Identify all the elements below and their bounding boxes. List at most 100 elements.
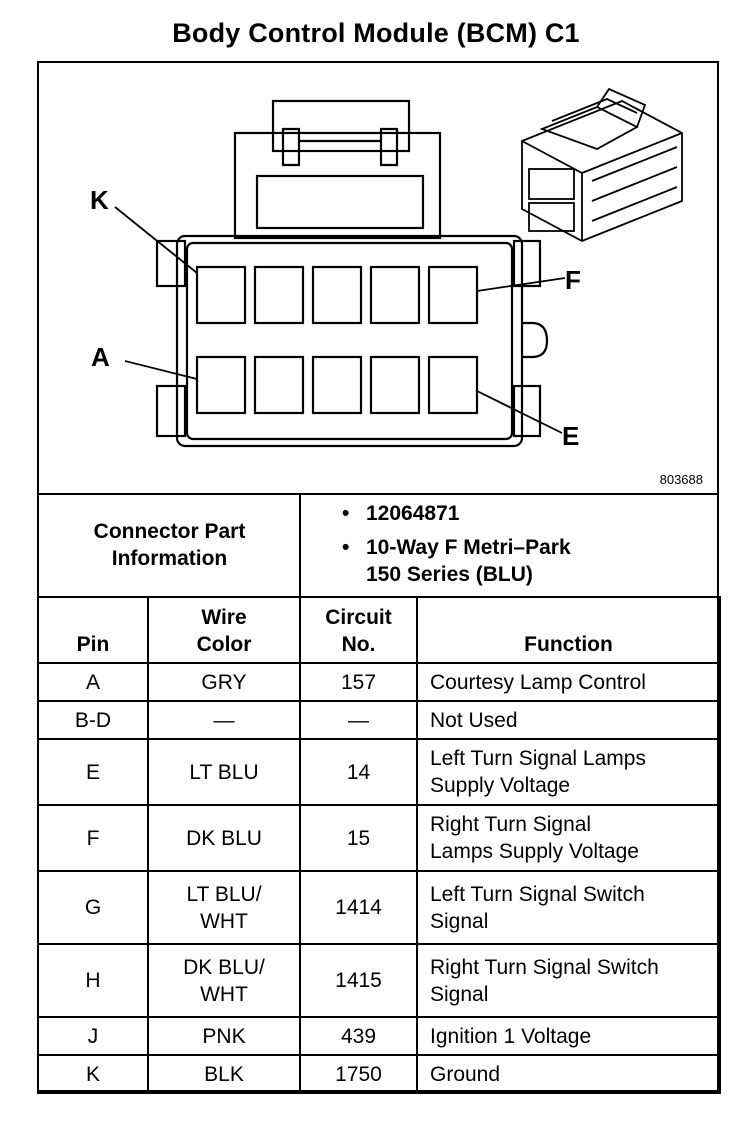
circuit-number-cell-text: 15 — [346, 826, 371, 850]
function-cell-text: Lamps Supply Voltage — [430, 840, 639, 863]
pin-cell: J — [37, 1016, 149, 1056]
wire-color-cell: BLK — [147, 1054, 301, 1094]
pin-header: Pin — [37, 596, 149, 664]
table-row: B-D — — Not Used — [37, 700, 721, 740]
function-cell-text: Ground — [430, 1062, 501, 1086]
part-number-item: • 12064871 — [338, 500, 571, 527]
part-description-item: • 10-Way F Metri–Park 150 Series (BLU) — [338, 534, 571, 588]
table-header-row: Pin Wire Color Circuit No. Function — [37, 596, 721, 664]
wire-color-cell-text: — — [213, 708, 235, 732]
wire-color-cell-text: WHT — [200, 982, 248, 1006]
table-row: J PNK 439 Ignition 1 Voltage — [37, 1016, 721, 1056]
connector-part-details: • 12064871 • 10-Way F Metri–Park 150 Ser… — [338, 500, 571, 588]
function-cell: Courtesy Lamp Control — [416, 662, 721, 702]
pin-cell: A — [37, 662, 149, 702]
connector-diagram: K A F E 803688 — [37, 61, 719, 493]
table-row: A GRY 157 Courtesy Lamp Control — [37, 662, 721, 702]
wire-color-cell-text: DK BLU/ — [183, 955, 265, 979]
wire-color-cell-text: BLK — [204, 1062, 244, 1086]
circuit-number-cell: 439 — [299, 1016, 418, 1056]
wire-color-cell: — — [147, 700, 301, 740]
pin-cell-text: A — [85, 670, 100, 694]
pin-cell: G — [37, 870, 149, 945]
function-cell-text: Signal — [430, 909, 489, 933]
wire-color-cell-text: GRY — [201, 670, 247, 694]
function-cell-text: Signal — [430, 982, 489, 1006]
part-number: 12064871 — [366, 502, 460, 525]
wire-color-header: Wire Color — [147, 596, 301, 664]
circuit-number-cell-text: 1415 — [335, 969, 382, 992]
pin-cell-text: F — [86, 826, 100, 850]
part-info-divider — [299, 493, 301, 596]
pin-cell: F — [37, 804, 149, 872]
pin-e-callout: E — [562, 421, 580, 451]
connector-part-label: Connector Part Information — [39, 495, 300, 594]
circuit-number-cell: 1415 — [299, 943, 418, 1018]
pin-cell-text: J — [87, 1024, 99, 1048]
function-header: Function — [416, 596, 721, 664]
function-cell: Ground — [416, 1054, 721, 1094]
circuit-number-cell-text: 439 — [340, 1024, 377, 1048]
pin-cell-text: B-D — [74, 708, 112, 732]
bullet-icon: • — [342, 502, 350, 525]
circuit-number-cell: 1750 — [299, 1054, 418, 1094]
function-cell-text: Left Turn Signal Lamps — [430, 747, 646, 770]
connector-part-label-line2: Information — [111, 546, 228, 570]
circuit-number-cell: 1414 — [299, 870, 418, 945]
wire-color-cell-text: LT BLU — [189, 760, 259, 784]
part-description-line2: 150 Series (BLU) — [366, 563, 533, 586]
circuit-number-cell: 157 — [299, 662, 418, 702]
diagram-divider — [37, 493, 719, 495]
function-cell: Not Used — [416, 700, 721, 740]
function-cell: Ignition 1 Voltage — [416, 1016, 721, 1056]
figure-number: 803688 — [659, 472, 703, 487]
wire-color-cell: PNK — [147, 1016, 301, 1056]
connector-part-label-line1: Connector Part — [93, 519, 246, 543]
part-description-line1: 10-Way F Metri–Park — [366, 536, 571, 559]
circuit-number-cell-text: 157 — [340, 670, 377, 694]
circuit-number-cell-text: 14 — [346, 760, 371, 784]
wire-color-cell: GRY — [147, 662, 301, 702]
table-row: K BLK 1750 Ground — [37, 1054, 721, 1094]
circuit-number-cell: — — [299, 700, 418, 740]
circuit-number-cell: 14 — [299, 738, 418, 806]
circuit-number-cell-text: — — [348, 708, 369, 732]
function-cell-text: Not Used — [430, 708, 518, 732]
circuit-number-cell-text: 1414 — [335, 896, 382, 919]
pin-f-callout: F — [565, 265, 581, 295]
wire-color-cell: DK BLU — [147, 804, 301, 872]
pin-cell-text: K — [85, 1062, 100, 1086]
pin-cell: K — [37, 1054, 149, 1094]
circuit-number-header: Circuit No. — [299, 596, 418, 664]
pin-cell-text: G — [84, 896, 102, 919]
connector-face-drawing — [114, 87, 683, 448]
pin-cell: E — [37, 738, 149, 806]
function-cell-text: Courtesy Lamp Control — [430, 670, 646, 694]
function-cell-text: Ignition 1 Voltage — [430, 1024, 592, 1048]
circuit-number-cell: 15 — [299, 804, 418, 872]
wire-color-cell: DK BLU/WHT — [147, 943, 301, 1018]
pin-cell: B-D — [37, 700, 149, 740]
bullet-icon: • — [342, 536, 350, 559]
page-title: Body Control Module (BCM) C1 — [172, 18, 580, 48]
wire-color-cell-text: WHT — [200, 909, 248, 933]
pin-k-callout: K — [90, 185, 109, 215]
wire-color-cell: LT BLU — [147, 738, 301, 806]
wire-color-cell-text: LT BLU/ — [186, 882, 262, 906]
wire-color-cell-text: PNK — [202, 1024, 246, 1048]
pin-a-callout: A — [91, 342, 110, 372]
pin-table: Pin Wire Color Circuit No. Function A GRY… — [37, 596, 721, 1094]
circuit-number-cell-text: 1750 — [335, 1062, 382, 1086]
pin-cell: H — [37, 943, 149, 1018]
function-cell-text: Left Turn Signal Switch — [430, 882, 645, 906]
pin-cell-text: E — [85, 760, 100, 784]
function-cell-text: Right Turn Signal Switch — [430, 955, 659, 979]
